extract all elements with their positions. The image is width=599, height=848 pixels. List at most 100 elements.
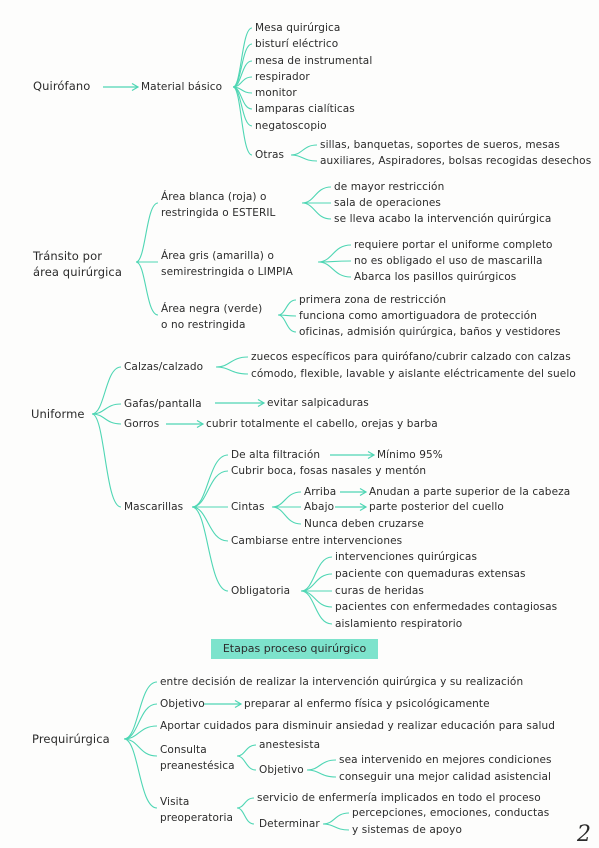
connector-branch: [123, 703, 158, 740]
nunca-item: Nunca deben cruzarse: [304, 518, 424, 530]
cubrir-item: Cubrir boca, fosas nasales y mentón: [231, 465, 427, 477]
connector-branch: [301, 202, 332, 220]
consulta-label: preanestésica: [160, 760, 235, 772]
connector-branch: [232, 43, 253, 88]
area-blanca-item: de mayor restricción: [334, 181, 445, 193]
transito-title: Tránsito por: [33, 249, 103, 263]
otras-label: Otras: [255, 149, 285, 161]
arrow-head: [196, 419, 205, 429]
connector-branch: [191, 506, 229, 542]
connector-branch: [91, 413, 122, 425]
connector-branch: [236, 744, 257, 757]
determinar-item: y sistemas de apoyo: [352, 824, 462, 836]
obligatoria-item: curas de heridas: [335, 585, 424, 597]
filtracion-label: De alta filtración: [231, 449, 321, 461]
connector-branch: [306, 759, 337, 771]
gorros-item: cubrir totalmente el cabello, orejas y b…: [206, 418, 438, 430]
arrow-head: [131, 82, 140, 92]
objetivo-label: Objetivo: [160, 698, 205, 710]
obligatoria-item: aislamiento respiratorio: [335, 618, 463, 630]
arrow-head: [257, 398, 266, 408]
connector-branch: [306, 769, 337, 778]
connector-branch: [236, 755, 257, 771]
connector-branch: [232, 60, 253, 88]
material-item: negatoscopio: [255, 120, 327, 132]
obligatoria-item: paciente con quemaduras extensas: [335, 568, 526, 580]
uniforme-title: Uniforme: [31, 407, 85, 421]
material-item: bisturí eléctrico: [255, 38, 339, 50]
area-blanca-label: restringida o ESTERIL: [161, 207, 276, 219]
gafas-item: evitar salpicaduras: [267, 397, 369, 409]
connector-branch: [135, 202, 159, 263]
material-item: monitor: [255, 87, 297, 99]
connector-branch: [232, 86, 253, 156]
area-blanca-item: se lleva acabo la intervención quirúrgic…: [334, 213, 552, 225]
obligatoria-label: Obligatoria: [231, 585, 291, 597]
area-blanca-item: sala de operaciones: [334, 197, 441, 209]
calzas-label: Calzas/calzado: [124, 361, 204, 373]
otras-line: sillas, banquetas, soportes de sueros, m…: [320, 139, 560, 151]
area-gris-item: Abarca los pasillos quirúrgicos: [354, 271, 517, 283]
connector-branch: [215, 356, 249, 368]
connector-branch: [191, 470, 229, 508]
mascarillas-label: Mascarillas: [124, 501, 184, 513]
gafas-label: Gafas/pantalla: [124, 398, 202, 410]
page-number: 2: [577, 822, 591, 847]
consulta-objetivo-item: conseguir una mejor calidad asistencial: [339, 771, 552, 783]
quirofano-title: Quirófano: [33, 79, 91, 93]
arrow-head: [367, 450, 376, 460]
arrow-head: [234, 699, 243, 709]
area-gris-label: Área gris (amarilla) o: [161, 250, 274, 262]
connector-branch: [277, 314, 297, 333]
connector-branch: [317, 244, 352, 263]
otras-line: auxiliares, Aspiradores, bolsas recogida…: [320, 155, 592, 167]
connector-branch: [271, 491, 302, 508]
area-negra-item: primera zona de restricción: [299, 294, 447, 306]
determinar-label: Determinar: [259, 818, 320, 830]
prequirurgica-title: Prequirúrgica: [32, 732, 110, 746]
connector-branch: [91, 413, 122, 508]
connector-branch: [322, 812, 350, 825]
connector-branch: [91, 366, 122, 415]
abajo-desc: parte posterior del cuello: [369, 501, 504, 513]
arrow-head: [359, 502, 368, 512]
connector-branch: [191, 506, 229, 592]
aportar-item: Aportar cuidados para disminuir ansiedad…: [160, 720, 556, 732]
area-blanca-label: Área blanca (roja) o: [161, 191, 267, 203]
material-item: respirador: [255, 71, 310, 83]
area-gris-item: no es obligado el uso de mascarilla: [354, 255, 543, 267]
servicio-item: servicio de enfermería implicados en tod…: [257, 792, 541, 804]
anestesista-item: anestesista: [259, 739, 321, 751]
consulta-objetivo-item: sea intervenido en mejores condiciones: [339, 754, 552, 766]
material-item: lamparas cialíticas: [255, 103, 355, 115]
connector-branch: [300, 590, 333, 608]
material-basico-label: Material básico: [141, 81, 223, 93]
connector-branch: [271, 506, 302, 525]
connector-branch: [123, 738, 158, 757]
abajo-label: Abajo: [304, 501, 335, 513]
determinar-item: percepciones, emociones, conductas: [352, 807, 550, 819]
connector-branch: [215, 366, 249, 375]
material-item: mesa de instrumental: [255, 55, 373, 67]
connector-branch: [236, 807, 255, 825]
area-negra-label: o no restringida: [161, 319, 246, 331]
connector-branch: [277, 299, 297, 316]
material-item: Mesa quirúrgica: [255, 22, 341, 34]
connector-branch: [290, 144, 318, 156]
connector-branch: [232, 27, 253, 88]
arriba-desc: Anudan a parte superior de la cabeza: [369, 486, 571, 498]
connector-branch: [191, 454, 229, 508]
visita-label: preoperatoria: [160, 812, 234, 824]
cambiarse-item: Cambiarse entre intervenciones: [231, 535, 403, 547]
arriba-label: Arriba: [304, 486, 337, 498]
calzas-item: cómodo, flexible, lavable y aislante elé…: [251, 368, 576, 380]
cintas-label: Cintas: [231, 501, 265, 513]
area-negra-item: funciona como amortiguadora de protecció…: [299, 310, 537, 322]
connector-branch: [300, 590, 333, 625]
obligatoria-item: intervenciones quirúrgicas: [335, 551, 478, 563]
connector-branch: [123, 681, 158, 740]
obligatoria-item: pacientes con enfermedades contagiosas: [335, 601, 558, 613]
visita-label: Visita: [160, 796, 190, 808]
connector-branch: [123, 725, 158, 740]
